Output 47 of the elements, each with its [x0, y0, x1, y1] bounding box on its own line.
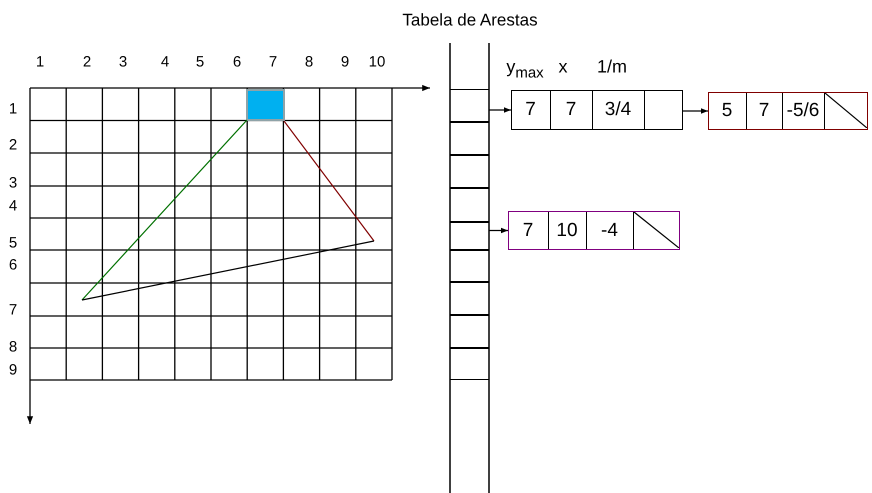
- pointer-arrow: [683, 108, 708, 114]
- axis-tick-label: 4: [160, 54, 170, 70]
- column-header: x: [558, 58, 568, 76]
- edge-record: [708, 92, 868, 130]
- axis-tick-label: 7: [8, 302, 18, 318]
- field-value: 7: [566, 99, 576, 121]
- axis-tick-label: 3: [118, 54, 128, 70]
- axis-tick-label: 3: [8, 174, 18, 192]
- axis-tick-label: 6: [232, 54, 242, 70]
- axis-tick-label: 8: [8, 338, 18, 356]
- pointer-arrow: [489, 228, 508, 234]
- table-bucket-cell: [450, 315, 489, 348]
- axis-tick-label: 9: [340, 54, 350, 70]
- axis-tick-label: 8: [304, 54, 314, 70]
- field-value: 7: [758, 100, 770, 122]
- table-bucket-cell: [450, 250, 489, 282]
- table-bucket-cell: [450, 348, 489, 380]
- axis-tick-label: 5: [8, 234, 18, 252]
- table-bucket-cell: [450, 155, 489, 188]
- table-bucket-cell: [450, 89, 489, 122]
- axis-tick-label: 1: [8, 100, 18, 118]
- field-value: 10: [556, 220, 578, 242]
- field-value: 3/4: [604, 99, 632, 121]
- axis-tick-label: 5: [196, 54, 204, 70]
- table-bucket-cell: [450, 188, 489, 222]
- axis-tick-label: 2: [82, 54, 92, 70]
- field-value: -5/6: [786, 100, 820, 122]
- field-value: 7: [525, 99, 536, 121]
- column-header: y$_{max}$: [506, 58, 544, 82]
- field-value: 7: [522, 220, 534, 242]
- axis-tick-label: 1: [36, 54, 44, 70]
- axis-tick-label: 2: [8, 136, 18, 154]
- pointer-arrow: [489, 107, 511, 113]
- field-value: 5: [722, 100, 732, 122]
- axis-tick-label: 6: [8, 256, 18, 274]
- column-header: 1/m: [597, 58, 627, 76]
- axis-tick-label: 7: [268, 54, 278, 70]
- table-bucket-cell: [450, 282, 489, 315]
- table-bucket-cell: [450, 122, 489, 155]
- table-title: Tabela de Arestas: [402, 12, 538, 28]
- axis-tick-label: 4: [8, 198, 18, 214]
- edge-record: [508, 211, 680, 250]
- axis-tick-label: 10: [368, 54, 386, 70]
- axis-tick-label: 9: [8, 362, 18, 378]
- table-bucket-cell: [450, 222, 489, 250]
- edge-record: [511, 90, 683, 130]
- field-value: -4: [601, 220, 618, 242]
